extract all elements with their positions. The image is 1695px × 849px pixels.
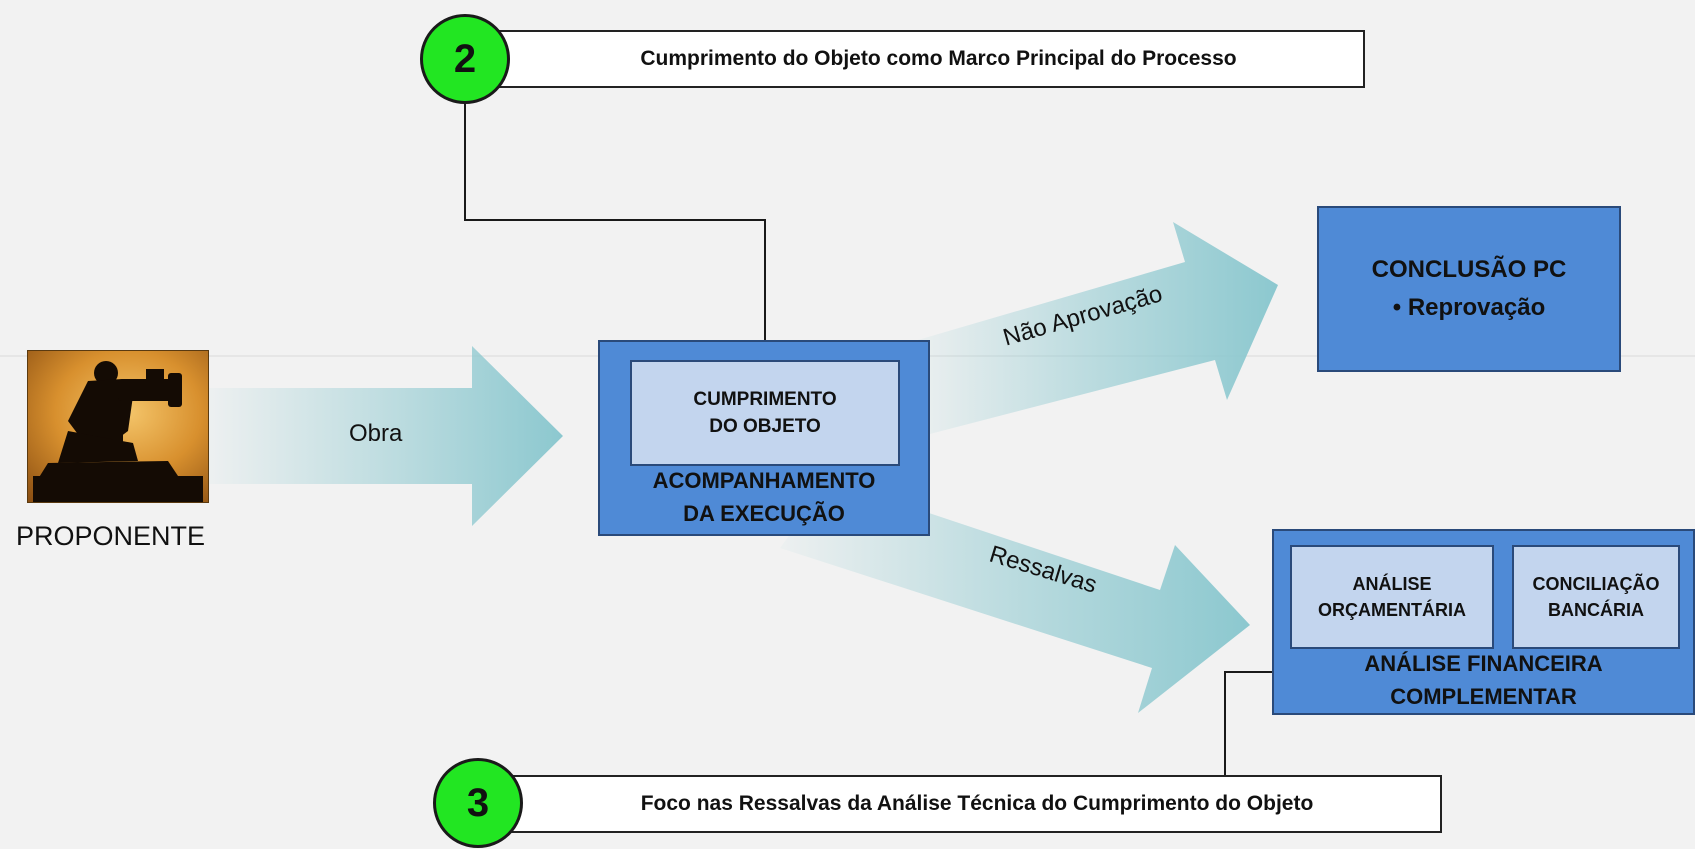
analise-financeira-title: ANÁLISE FINANCEIRA COMPLEMENTAR [1274, 647, 1693, 713]
analise-orcamentaria-box: ANÁLISE ORÇAMENTÁRIA [1290, 545, 1494, 649]
callout-2-number: 2 [453, 36, 477, 81]
callout-2-box: Cumprimento do Objeto como Marco Princip… [472, 30, 1365, 88]
callout-3-text: Foco nas Ressalvas da Análise Técnica do… [640, 792, 1314, 815]
acompanhamento-box: CUMPRIMENTO DO OBJETO ACOMPANHAMENTO DA … [598, 340, 930, 536]
cumprimento-line-2: DO OBJETO [709, 416, 821, 437]
acompanhamento-title-line-1: ACOMPANHAMENTO [652, 468, 876, 493]
conclusao-bullet: • Reprovação [1392, 294, 1546, 321]
acompanhamento-title-line-2: DA EXECUÇÃO [683, 501, 845, 526]
arrow-label-obra: Obra [349, 420, 403, 447]
callout-3-number: 3 [466, 780, 490, 825]
acompanhamento-title: ACOMPANHAMENTO DA EXECUÇÃO [600, 464, 928, 530]
proponente-label: PROPONENTE [16, 521, 206, 551]
proponente-photo [27, 350, 209, 503]
analise-financeira-title-line-1: ANÁLISE FINANCEIRA [1364, 651, 1603, 676]
connector-callout-2 [464, 88, 766, 340]
callout-3-box: Foco nas Ressalvas da Análise Técnica do… [472, 775, 1442, 833]
arrow-nao-aprovacao [911, 222, 1278, 435]
analise-financeira-title-line-2: COMPLEMENTAR [1390, 684, 1577, 709]
bancaria-line-1: CONCILIAÇÃO [1532, 574, 1660, 594]
orcamentaria-line-1: ANÁLISE [1352, 574, 1432, 594]
camera-operator-silhouette-icon [28, 351, 208, 502]
callout-3-number-badge: 3 [433, 758, 523, 848]
callout-2-text: Cumprimento do Objeto como Marco Princip… [640, 47, 1237, 70]
cumprimento-objeto-box: CUMPRIMENTO DO OBJETO [630, 360, 900, 466]
arrow-ressalvas [780, 480, 1250, 713]
arrow-obra [209, 346, 563, 526]
connector-callout-3 [1224, 671, 1272, 775]
callout-2-number-badge: 2 [420, 14, 510, 104]
bancaria-line-2: BANCÁRIA [1548, 600, 1644, 620]
orcamentaria-line-2: ORÇAMENTÁRIA [1318, 600, 1466, 620]
conclusao-title: CONCLUSÃO PC [1371, 256, 1567, 283]
conciliacao-bancaria-box: CONCILIAÇÃO BANCÁRIA [1512, 545, 1680, 649]
cumprimento-line-1: CUMPRIMENTO [693, 389, 837, 410]
conclusao-pc-box: CONCLUSÃO PC • Reprovação [1317, 206, 1621, 372]
analise-financeira-box: ANÁLISE ORÇAMENTÁRIA CONCILIAÇÃO BANCÁRI… [1272, 529, 1695, 715]
